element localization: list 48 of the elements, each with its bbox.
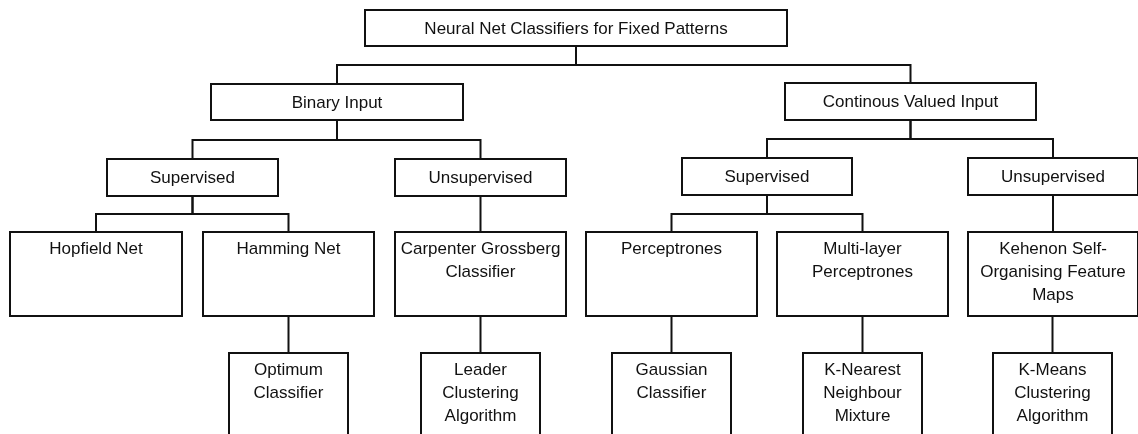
connector-line — [1051, 316, 1054, 353]
node-label: Supervised — [723, 166, 811, 188]
category-box — [967, 157, 1138, 196]
category-box — [210, 83, 464, 121]
node-label: Neural Net Classifiers for Fixed Patterns — [423, 18, 729, 40]
connector-line — [861, 316, 864, 353]
category-box — [611, 352, 732, 434]
connector-line — [287, 316, 290, 353]
connector-line — [575, 46, 912, 83]
connector-line — [336, 120, 482, 159]
node-label: Leader Clustering Algorithm — [441, 359, 520, 427]
connector-line — [191, 196, 290, 232]
node-label: K-Means Clustering Algorithm — [1013, 359, 1092, 427]
node-label: Hamming Net — [235, 238, 342, 260]
category-box — [784, 82, 1037, 121]
node-label: Gaussian Classifier — [634, 359, 709, 404]
node-label: Supervised — [148, 167, 237, 189]
category-box — [776, 231, 949, 317]
node-label: Hopfield Net — [48, 238, 144, 260]
node-label: Binary Input — [290, 92, 384, 114]
connector-line — [479, 196, 482, 232]
category-box — [585, 231, 758, 317]
category-box — [681, 157, 853, 196]
node-label: Kehenon Self-Organising Feature Maps — [979, 238, 1127, 306]
connector-line — [479, 316, 482, 353]
category-box — [228, 352, 349, 434]
category-box — [420, 352, 541, 434]
node-label: Perceptrones — [619, 238, 724, 260]
connector-line — [670, 316, 673, 353]
node-label: Unsupervised — [427, 167, 534, 189]
category-box — [394, 231, 567, 317]
category-box — [9, 231, 183, 317]
node-label: Multi-layer Perceptrones — [810, 238, 915, 283]
node-label: Unsupervised — [1000, 166, 1106, 188]
node-label: Carpenter Grossberg Classifier — [400, 238, 561, 283]
connector-line — [1052, 195, 1054, 232]
connector-line — [766, 195, 864, 232]
category-box — [802, 352, 923, 434]
category-box — [394, 158, 567, 197]
category-box — [106, 158, 279, 197]
node-label: K-Nearest Neighbour Mixture — [822, 359, 903, 427]
category-box — [202, 231, 375, 317]
category-box — [967, 231, 1138, 317]
node-label: Optimum Classifier — [252, 359, 325, 404]
connector-line — [909, 120, 1054, 158]
category-box — [992, 352, 1113, 434]
node-label: Continous Valued Input — [821, 91, 1000, 113]
category-box — [364, 9, 788, 47]
